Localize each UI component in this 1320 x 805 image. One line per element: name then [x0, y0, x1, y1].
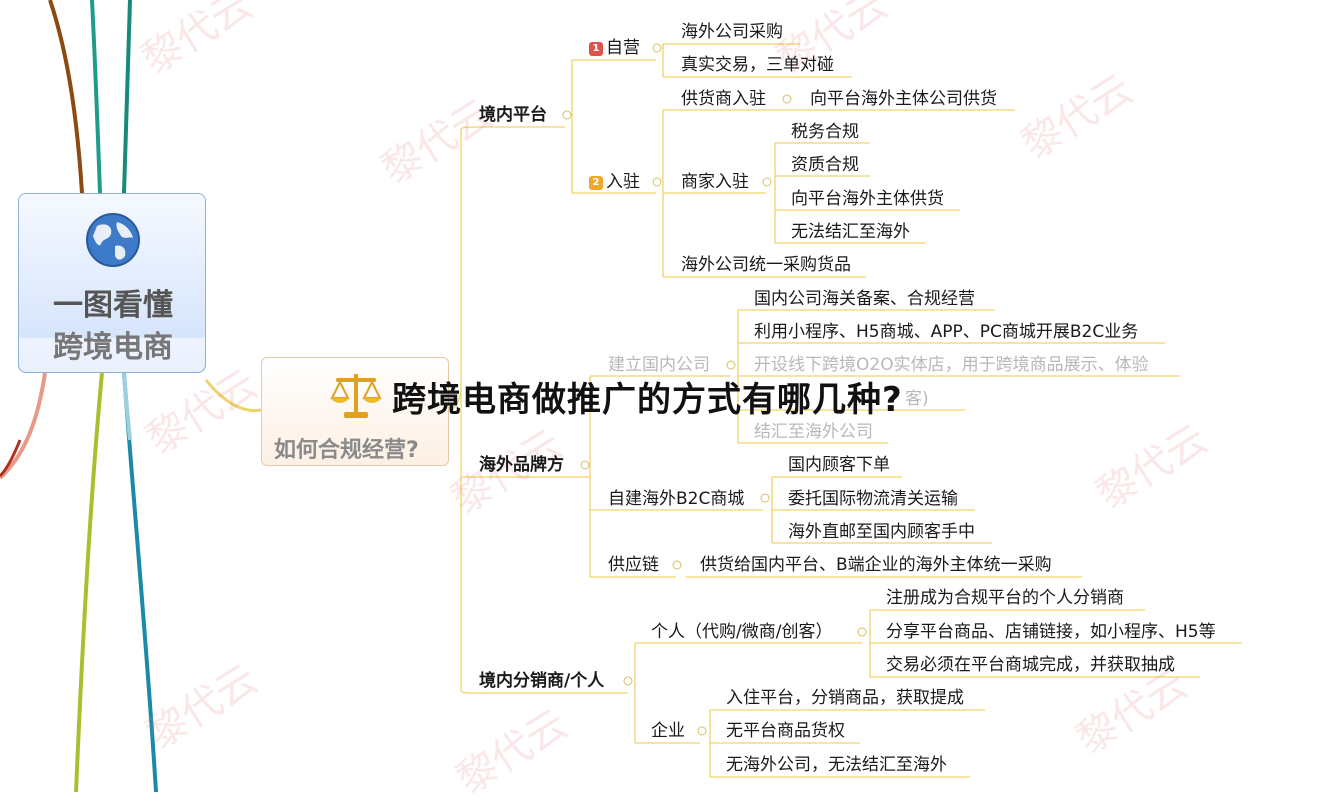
leaf-node[interactable]: 供货给国内平台、B端企业的海外主体统一采购 — [700, 555, 1052, 575]
leaf-node[interactable]: 分享平台商品、店铺链接，如小程序、H5等 — [886, 622, 1216, 642]
leaf-node[interactable]: 海外公司统一采购货品 — [681, 255, 851, 275]
central-topic-line2: 跨境电商 — [53, 330, 173, 365]
node-overseas-brand[interactable]: 海外品牌方 — [479, 455, 564, 475]
left-branch-green — [74, 372, 104, 792]
left-branch-lightcyan — [122, 372, 132, 441]
leaf-node[interactable]: 无平台商品货权 — [726, 721, 845, 741]
leaf-node[interactable]: 委托国际物流清关运输 — [788, 489, 958, 509]
node-self-operated-label: 自营 — [606, 38, 640, 58]
leaf-node[interactable]: 客) — [905, 389, 929, 409]
node-domestic-platform[interactable]: 境内平台 — [479, 105, 547, 125]
left-branch-darkred — [0, 439, 22, 478]
leaf-node[interactable]: 无海外公司，无法结汇至海外 — [726, 755, 947, 775]
leaf-node[interactable]: 海外公司采购 — [681, 22, 783, 42]
leaf-node[interactable]: 国内顾客下单 — [788, 455, 890, 475]
central-topic-overlay — [19, 338, 205, 372]
overlay-title: 跨境电商做推广的方式有哪几种? — [392, 380, 903, 420]
node-distributors[interactable]: 境内分销商/个人 — [479, 671, 605, 691]
main-link — [204, 379, 262, 412]
leaf-node[interactable]: 开设线下跨境O2O实体店，用于跨境商品展示、体验 — [754, 355, 1149, 375]
left-branch-red — [0, 372, 47, 480]
priority-2-icon: 2 — [589, 176, 603, 190]
priority-1-icon: 1 — [589, 42, 603, 56]
leaf-node[interactable]: 结汇至海外公司 — [754, 422, 873, 442]
node-supply-chain[interactable]: 供应链 — [608, 555, 659, 575]
node-merchant[interactable]: 商家入驻 — [681, 172, 749, 192]
leaf-node[interactable]: 资质合规 — [791, 155, 859, 175]
leaf-node[interactable]: 向平台海外主体供货 — [791, 189, 944, 209]
scale-icon — [330, 374, 382, 418]
leaf-node[interactable]: 真实交易，三单对碰 — [681, 55, 834, 75]
central-topic-line1: 一图看懂 — [53, 288, 173, 323]
left-branch-teal1 — [90, 0, 102, 194]
leaf-node[interactable]: 国内公司海关备案、合规经营 — [754, 289, 975, 309]
left-branch-brown — [48, 0, 84, 194]
left-branch-teal2 — [122, 0, 132, 194]
node-supplier[interactable]: 供货商入驻 — [681, 89, 766, 109]
node-domestic-company[interactable]: 建立国内公司 — [608, 355, 710, 375]
node-individual[interactable]: 个人（代购/微商/创客） — [651, 622, 833, 642]
leaf-node[interactable]: 海外直邮至国内顾客手中 — [788, 522, 975, 542]
main-branch-label: 如何合规经营? — [274, 438, 419, 463]
node-settle-in-label: 入驻 — [606, 172, 640, 192]
node-b2c-mall[interactable]: 自建海外B2C商城 — [608, 489, 745, 509]
leaf-node[interactable]: 入住平台，分销商品，获取提成 — [726, 688, 964, 708]
leaf-node[interactable]: 税务合规 — [791, 122, 859, 142]
leaf-node[interactable]: 无法结汇至海外 — [791, 222, 910, 242]
leaf-node[interactable]: 交易必须在平台商城完成，并获取抽成 — [886, 655, 1175, 675]
central-topic[interactable]: 一图看懂 跨境电商 — [18, 193, 206, 373]
leaf-node[interactable]: 注册成为合规平台的个人分销商 — [886, 588, 1124, 608]
leaf-node[interactable]: 利用小程序、H5商城、APP、PC商城开展B2C业务 — [754, 322, 1139, 342]
leaf-node[interactable]: 向平台海外主体公司供货 — [810, 89, 997, 109]
globe-icon — [86, 213, 140, 267]
node-enterprise[interactable]: 企业 — [651, 721, 685, 741]
